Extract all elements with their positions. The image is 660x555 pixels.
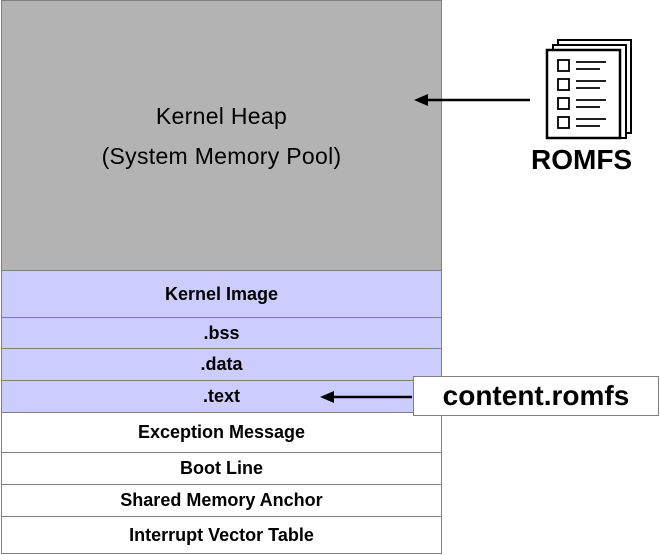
content-romfs-label: content.romfs (442, 380, 630, 411)
section-label: Interrupt Vector Table (129, 524, 314, 545)
romfs-label: ROMFS (531, 144, 633, 175)
kernel-heap-block: Kernel Heap (System Memory Pool) (1, 0, 442, 271)
document-checklist-icon (545, 39, 632, 140)
section-label: .text (202, 386, 240, 406)
arrow-romfs-to-heap (414, 94, 530, 106)
arrow-content-to-text (320, 391, 412, 403)
section-label: .data (200, 354, 243, 374)
section-exception-message: Exception Message (1, 412, 442, 453)
content-romfs-box: content.romfs (413, 376, 659, 416)
section-label: .bss (203, 322, 240, 343)
section-shared-memory-anchor: Shared Memory Anchor (1, 484, 442, 517)
section-label: Shared Memory Anchor (120, 490, 323, 510)
section-kernel-image: Kernel Image (1, 270, 442, 318)
kernel-heap-title: Kernel Heap (155, 102, 288, 129)
section-label: Exception Message (137, 422, 306, 442)
section-interrupt-vector-table: Interrupt Vector Table (1, 516, 442, 554)
section-label: Kernel Image (164, 283, 279, 304)
section-label: Boot Line (180, 458, 263, 478)
section-boot-line: Boot Line (1, 452, 442, 485)
kernel-heap-subtitle: (System Memory Pool) (101, 142, 342, 169)
